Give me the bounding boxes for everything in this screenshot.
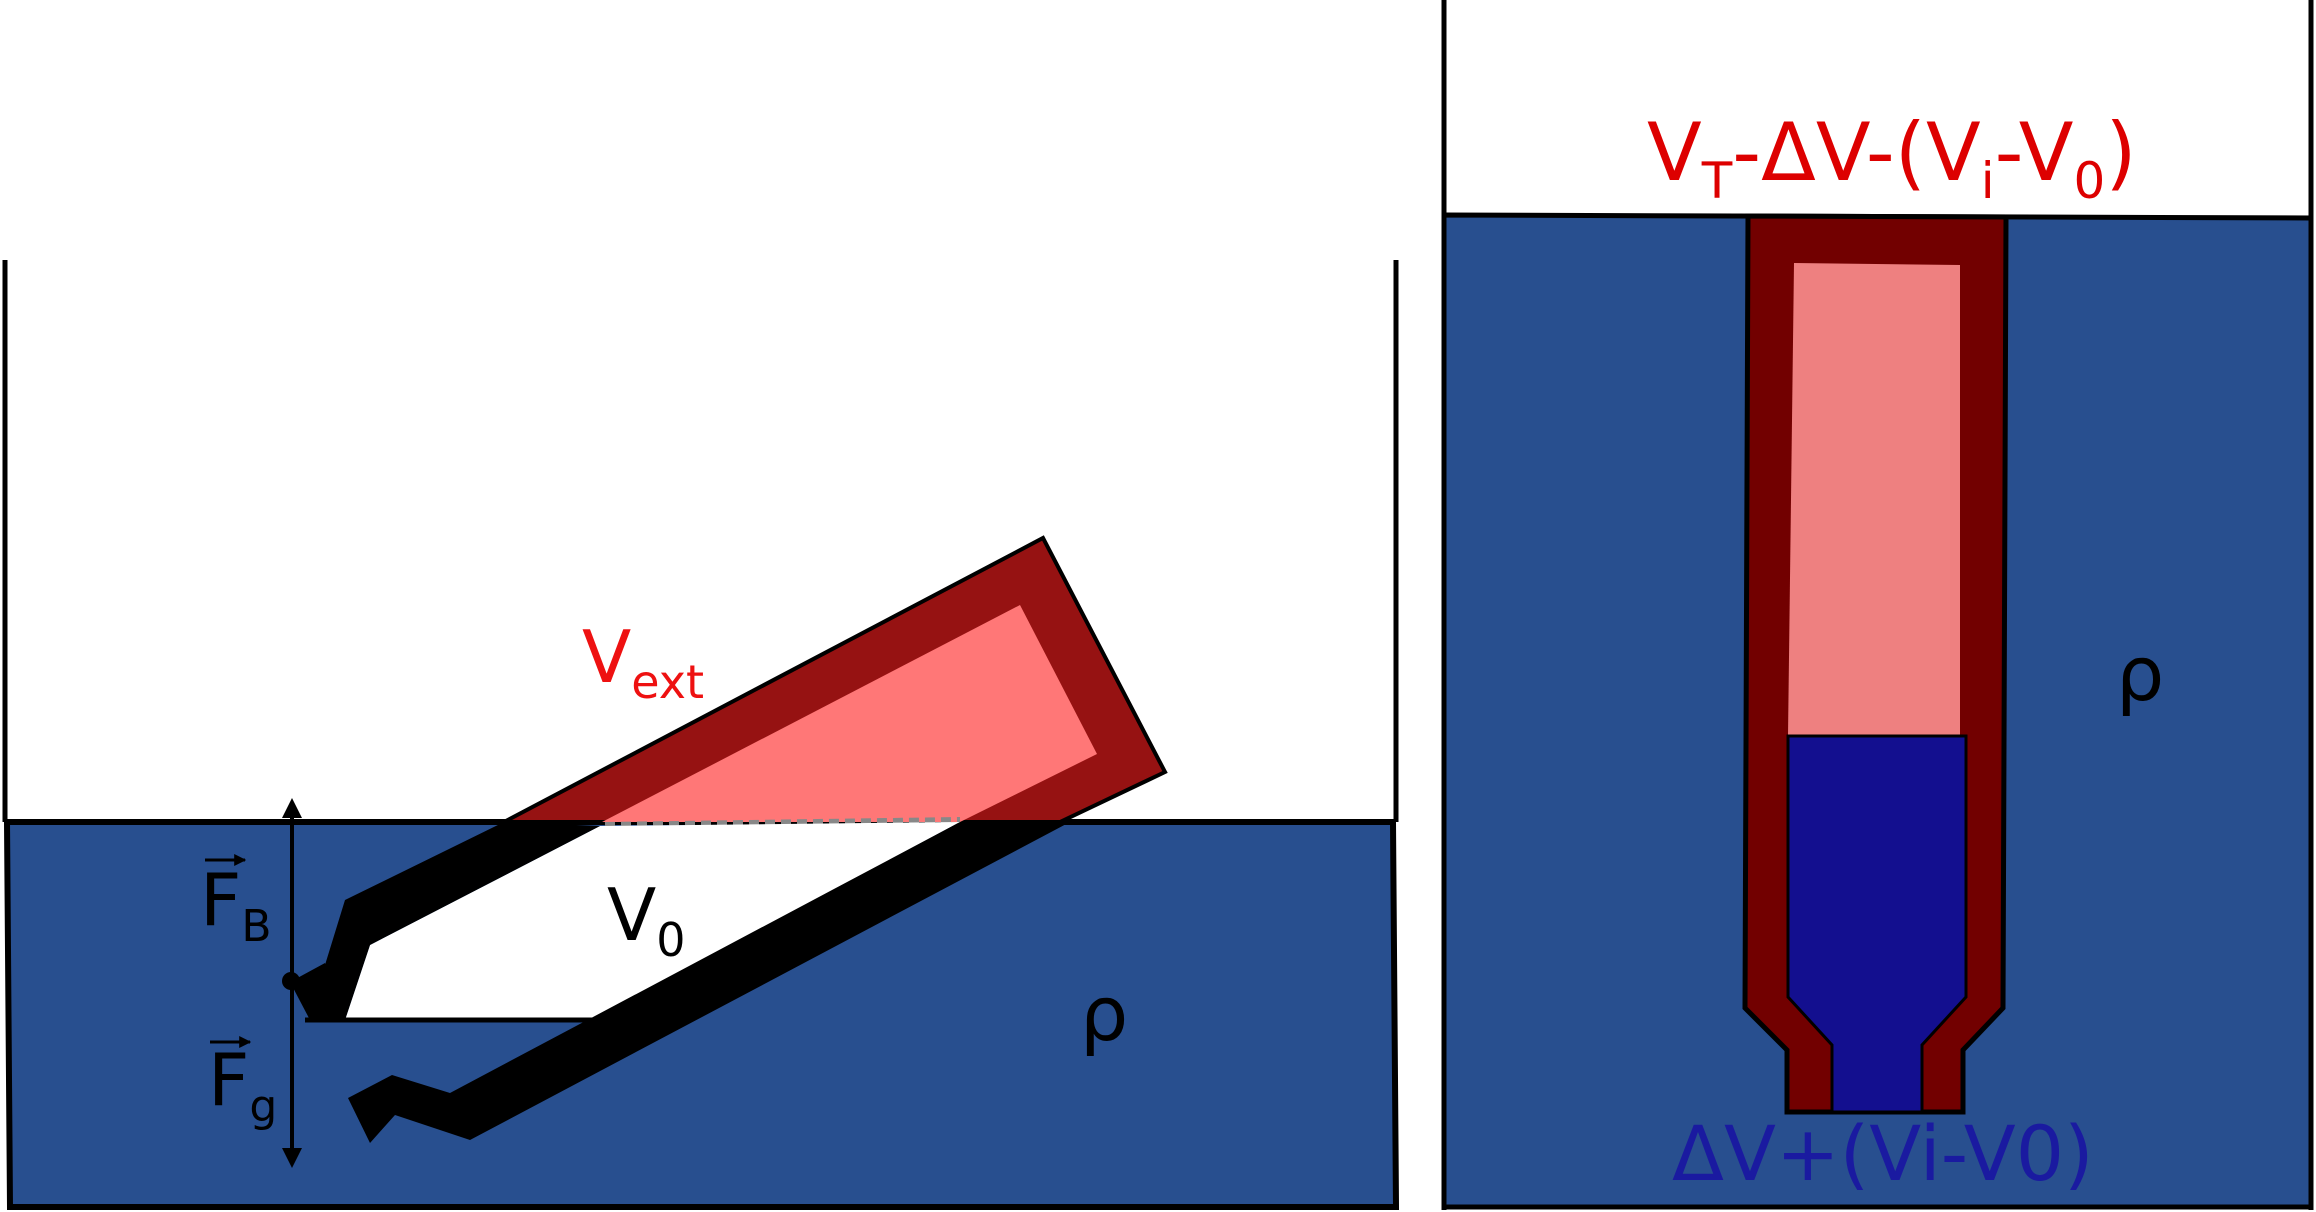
top-label-i-sub: i — [1981, 152, 1995, 210]
top-label-v: V — [1647, 106, 1702, 199]
force-gravity-label: Fg — [208, 1036, 277, 1132]
svg-text:Fg: Fg — [208, 1038, 277, 1132]
top-label-dash: -V — [1995, 106, 2074, 199]
f-g-sub: g — [249, 1081, 277, 1132]
f-b-sub: B — [241, 901, 271, 952]
left-panel: Vext V0 ρ FB Fg — [2, 260, 1400, 1210]
top-volume-label: VT-ΔV-(Vi-V0) — [1647, 106, 2137, 210]
v0-air-pocket — [345, 822, 960, 1020]
waterline-dashed — [604, 817, 961, 828]
v-ext-label: Vext — [582, 615, 704, 709]
v0-sub: 0 — [656, 913, 685, 967]
top-label-middle: -ΔV-(V — [1732, 106, 1981, 199]
v-ext-sub: ext — [631, 655, 704, 709]
v0-main: V — [607, 873, 656, 957]
f-b-main: F — [200, 858, 241, 942]
force-buoyancy-label: FB — [200, 854, 272, 952]
v-ext-main: V — [582, 615, 631, 699]
top-label-t-sub: T — [1701, 152, 1733, 210]
svg-text:FB: FB — [200, 858, 272, 952]
v-ext-inner — [602, 605, 1097, 822]
vessel-inner-air — [1788, 263, 1960, 736]
rho-right-label: ρ — [2116, 629, 2164, 718]
bottom-volume-label: ΔV+(Vi-V0) — [1672, 1109, 2094, 1198]
tube-lower-wall — [348, 822, 1070, 1143]
v0-label: V0 — [607, 873, 686, 967]
top-label-zero-sub: 0 — [2074, 152, 2106, 210]
rho-left-label: ρ — [1080, 969, 1128, 1058]
f-g-main: F — [208, 1038, 249, 1122]
right-panel: VT-ΔV-(Vi-V0) ΔV+(Vi-V0) ρ — [1441, 0, 2314, 1210]
tube-left-notch — [290, 963, 345, 1020]
vessel-inner-liquid — [1786, 734, 1968, 1114]
top-label-close: ) — [2105, 106, 2136, 199]
